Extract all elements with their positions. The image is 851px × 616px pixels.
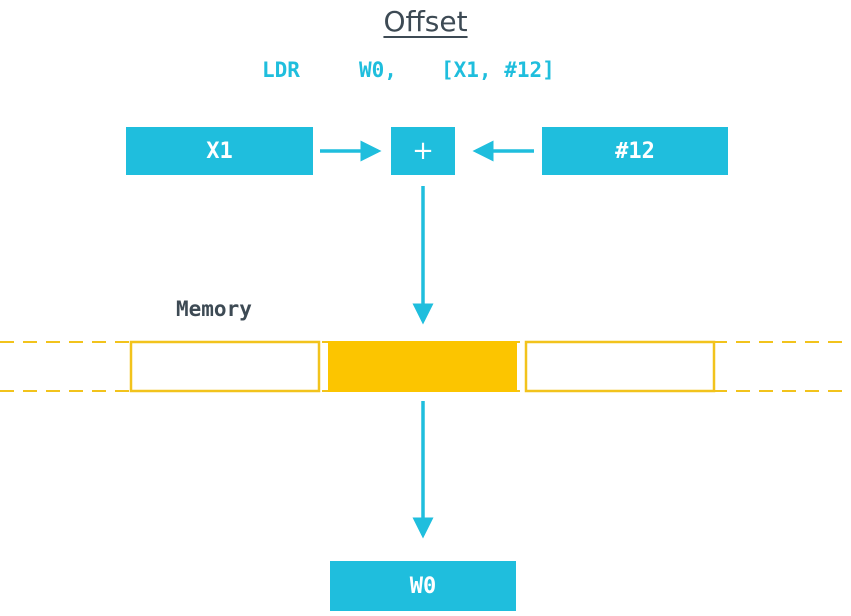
instruction-operand: [X1, #12] [441,58,555,82]
memory-cell-selected [328,341,517,392]
adder-box: + [391,127,455,175]
memory-cell-right [524,340,716,393]
base-register-box: X1 [126,127,313,175]
result-register-box: W0 [330,561,516,611]
diagram-title: Offset [383,5,468,38]
offset-box: #12 [542,127,728,175]
memory-label: Memory [176,297,252,321]
memory-cell-left [129,340,321,393]
instruction-destination: W0, [359,58,397,82]
instruction-mnemonic: LDR [262,58,300,82]
